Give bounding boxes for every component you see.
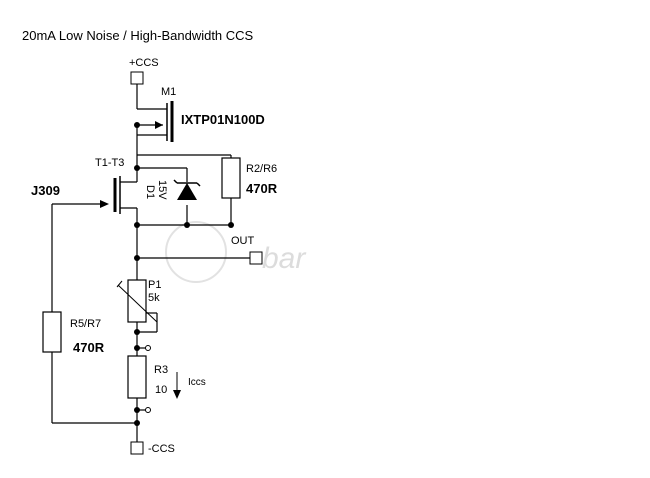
potentiometer-p1 — [116, 279, 158, 323]
label-r5-value: 470R — [73, 340, 105, 355]
label-p1-value: 5k — [148, 292, 160, 304]
label-out: OUT — [231, 235, 255, 247]
label-r3-value: 10 — [155, 384, 167, 396]
junctions — [134, 122, 234, 426]
out-terminal — [249, 251, 263, 265]
label-j309: J309 — [31, 183, 60, 198]
label-vplus: +CCS — [129, 57, 159, 69]
resistor-r5 — [42, 311, 62, 353]
label-m1: M1 — [161, 86, 176, 98]
zener-diode-d1 — [173, 179, 201, 200]
label-iccs: Iccs — [188, 377, 206, 388]
label-d1-value: 15V — [156, 180, 168, 200]
watermark: bar — [165, 221, 306, 283]
watermark-text: bar — [262, 242, 306, 275]
label-t: T1-T3 — [95, 157, 124, 169]
label-vminus: -CCS — [148, 443, 175, 455]
label-r3: R3 — [154, 364, 168, 376]
label-p1: P1 — [148, 279, 161, 291]
label-r2-value: 470R — [246, 181, 278, 196]
j309-jfet — [100, 176, 121, 214]
diagram-title: 20mA Low Noise / High-Bandwidth CCS — [22, 28, 254, 43]
resistor-r2 — [221, 157, 241, 199]
wires — [51, 84, 250, 442]
label-r2: R2/R6 — [246, 163, 277, 175]
label-r5: R5/R7 — [70, 318, 101, 330]
label-d1: D1 — [144, 185, 156, 199]
resistor-r3 — [127, 355, 147, 399]
current-arrow-icon — [173, 372, 181, 399]
label-m1-part: IXTP01N100D — [181, 112, 265, 127]
test-points — [145, 345, 151, 413]
vplus-terminal — [130, 71, 144, 85]
vminus-terminal — [130, 441, 144, 455]
m1-mosfet — [155, 101, 174, 142]
